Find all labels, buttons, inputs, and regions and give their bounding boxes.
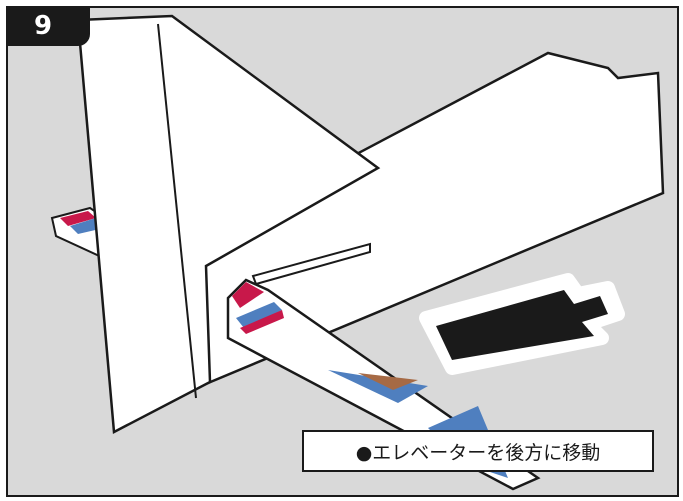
step-number-badge: 9	[6, 6, 90, 46]
airplane-tail-illustration	[50, 14, 665, 491]
fin-fold-line	[157, 23, 197, 399]
illustration-frame	[6, 6, 679, 497]
elevator-slot	[251, 242, 371, 286]
vertical-fin	[76, 14, 381, 434]
arrow-left-down-icon	[436, 290, 608, 360]
caption-box: ●エレベーターを後方に移動	[302, 430, 654, 472]
